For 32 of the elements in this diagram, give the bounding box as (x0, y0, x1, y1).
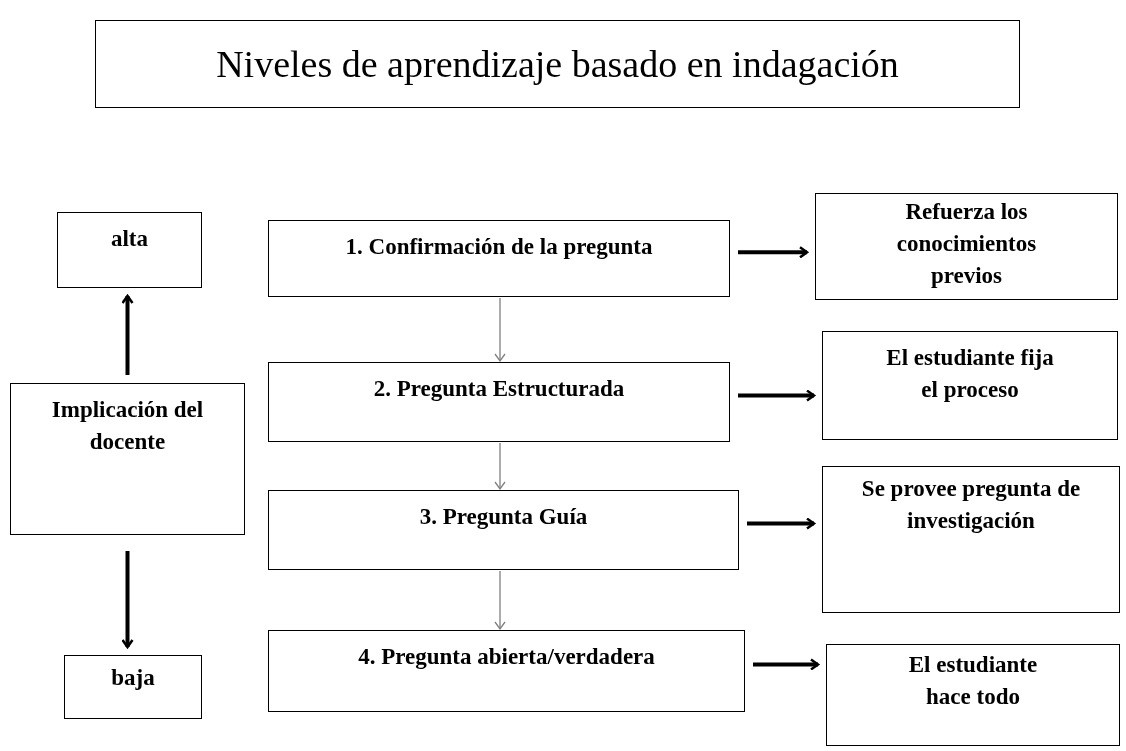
box-label: alta (109, 225, 150, 253)
process-box (268, 220, 730, 297)
arrow (738, 389, 816, 402)
box-label: Se provee pregunta de investigación (860, 475, 1082, 536)
arrow (121, 294, 134, 375)
box-label: Refuerza los conocimientos previos (895, 198, 1038, 291)
arrow (494, 570, 506, 630)
arrow (494, 297, 506, 362)
box-label: Implicación del docente (50, 396, 205, 457)
process-box (822, 466, 1120, 613)
arrow (121, 551, 134, 649)
box-label: El estudiante fija el proceso (885, 344, 1055, 405)
process-box (268, 630, 745, 712)
box-label: 1. Confirmación de la pregunta (344, 233, 654, 261)
box-label: 2. Pregunta Estructurada (372, 375, 626, 403)
process-box (10, 383, 245, 535)
process-box (268, 362, 730, 442)
box-label: 4. Pregunta abierta/verdadera (357, 643, 656, 671)
process-box (57, 212, 202, 288)
box-label: El estudiante hace todo (907, 651, 1039, 712)
arrow (747, 517, 816, 530)
process-box (822, 331, 1118, 440)
arrow (753, 658, 820, 671)
process-box (826, 644, 1120, 746)
process-box (64, 655, 202, 719)
title: Niveles de aprendizaje basado en indagación (95, 20, 1020, 108)
process-box (815, 193, 1118, 300)
box-label: 3. Pregunta Guía (418, 503, 589, 531)
box-label: baja (110, 664, 156, 692)
arrow (494, 442, 506, 490)
arrow (738, 246, 809, 259)
process-box (268, 490, 739, 570)
